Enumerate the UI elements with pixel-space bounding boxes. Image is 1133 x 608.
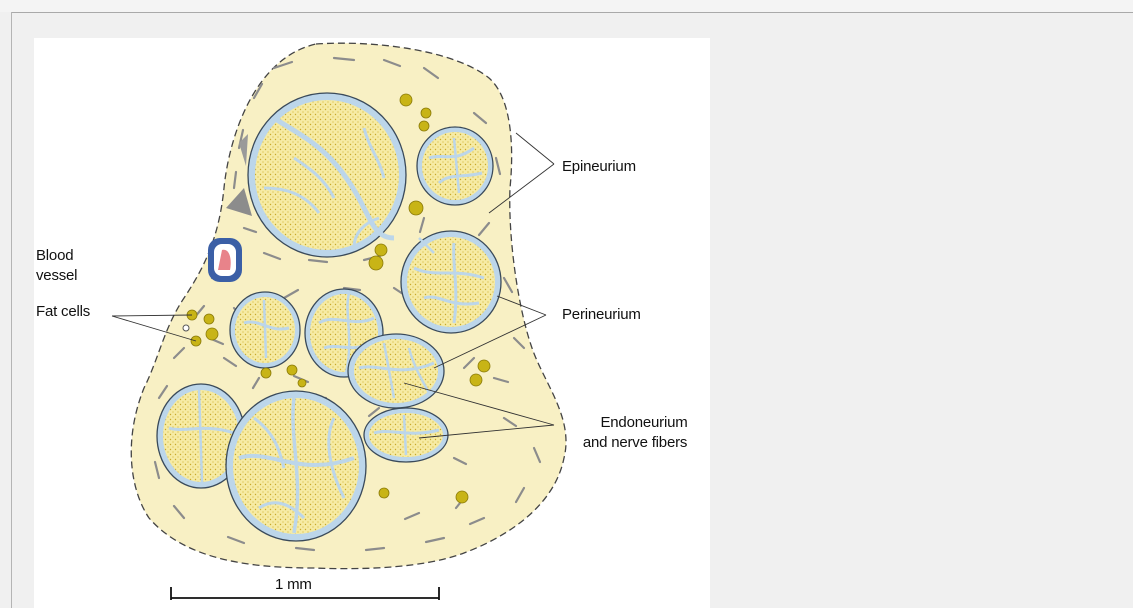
fascicle [401,231,501,333]
fascicle [348,334,444,408]
label-fat-cells: Fat cells [36,303,90,321]
blood-vessel [208,238,242,282]
label-perineurium: Perineurium [562,306,641,324]
fascicle [364,408,448,462]
fascicle [230,292,300,368]
nerve-cross-section-figure: Epineurium Blood vessel Fat cells Perine… [34,38,710,608]
label-endoneurium-line2: and nerve fibers [562,434,708,452]
window-top-frame [0,0,1133,13]
fascicle [248,93,406,257]
fat-cell-empty [183,325,189,331]
label-blood-vessel-line2: vessel [36,267,77,285]
label-endoneurium-line1: Endoneurium [586,414,702,432]
window-left-frame [0,12,12,608]
fascicle [226,391,366,541]
fascicle [417,127,493,205]
label-scale-bar: 1 mm [275,576,312,594]
label-epineurium: Epineurium [562,158,636,176]
label-blood-vessel-line1: Blood [36,247,73,265]
